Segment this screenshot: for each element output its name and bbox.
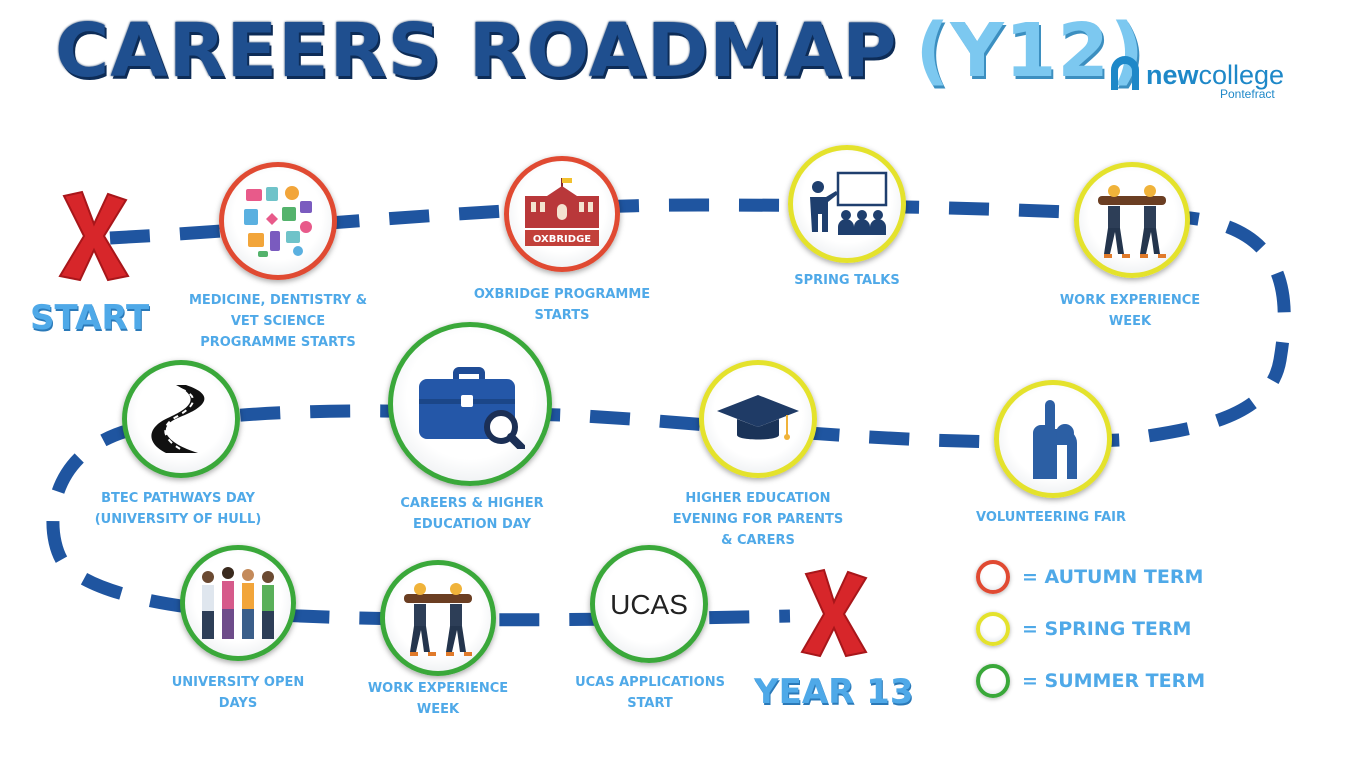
start-x-icon [58,190,130,282]
milestone-work-experience-2 [380,560,496,676]
logo-town: Pontefract [1220,87,1275,101]
ucas-logo-text: UCAS [610,589,688,620]
logo-word-college: college [1198,60,1285,90]
milestone-label: VOLUNTEERING FAIR [976,510,1126,525]
legend-summer-label: = SUMMER TERM [1022,670,1206,692]
college-logo: newcollege Pontefract [1108,54,1308,104]
milestone-label: MEDICINE, DENTISTRY & VET SCIENCE PROGRA… [188,293,368,350]
ucas-logo-icon: UCAS [610,589,688,620]
milestone-label: CAREERS & HIGHER EDUCATION DAY [400,496,544,532]
milestone-spring-talks [788,145,906,263]
logo-wordmark: newcollege [1146,60,1284,91]
briefcase-search-icon [419,367,525,449]
presentation-icon [810,171,888,235]
legend-summer: = SUMMER TERM [976,664,1206,698]
milestone-label: WORK EXPERIENCE WEEK [1059,293,1201,329]
milestone-btec [122,360,240,478]
workers-carrying-icon [404,583,472,656]
winding-road-icon [151,385,205,453]
medical-collage-icon [244,186,312,257]
oxbridge-sign: OXBRIDGE [533,234,591,245]
legend-spring: = SPRING TERM [976,612,1192,646]
title-year: (Y12) [915,8,1145,94]
title-main: CAREERS ROADMAP [55,8,898,94]
milestone-medicine [219,162,337,280]
legend-spring-label: = SPRING TERM [1022,618,1192,640]
logo-word-new: new [1146,60,1199,90]
milestone-label: OXBRIDGE PROGRAMME STARTS [473,287,651,323]
milestone-he-evening [699,360,817,478]
start-label: START [30,298,150,338]
end-label: YEAR 13 [754,672,914,712]
legend-autumn-marker [976,560,1010,594]
milestone-label: HIGHER EDUCATION EVENING FOR PARENTS & C… [672,491,844,548]
logo-arch-icon [1111,56,1139,90]
milestone-label: UNIVERSITY OPEN DAYS [171,675,305,711]
legend-autumn-label: = AUTUMN TERM [1022,566,1204,588]
legend-autumn: = AUTUMN TERM [976,560,1204,594]
end-x-icon [800,568,868,658]
milestone-label: BTEC PATHWAYS DAY (UNIVERSITY OF HULL) [94,491,262,527]
milestone-work-experience-1 [1074,162,1190,278]
milestone-label: UCAS APPLICATIONS START [575,675,725,711]
legend-spring-marker [976,612,1010,646]
page-title: CAREERS ROADMAP(Y12) [55,8,1145,94]
milestone-label: WORK EXPERIENCE WEEK [367,681,509,717]
students-group-icon [202,567,274,639]
milestone-ucas: UCAS [590,545,708,663]
milestone-label: SPRING TALKS [794,273,900,288]
legend-summer-marker [976,664,1010,698]
milestone-oxbridge: OXBRIDGE [504,156,620,272]
graduation-cap-icon [717,395,799,440]
raised-hand-icon [1033,400,1077,479]
milestone-careers-he-day [388,322,552,486]
milestone-volunteering [994,380,1112,498]
university-building-icon: OXBRIDGE [525,178,599,246]
workers-carrying-icon [1098,185,1166,258]
milestone-open-days [180,545,296,661]
